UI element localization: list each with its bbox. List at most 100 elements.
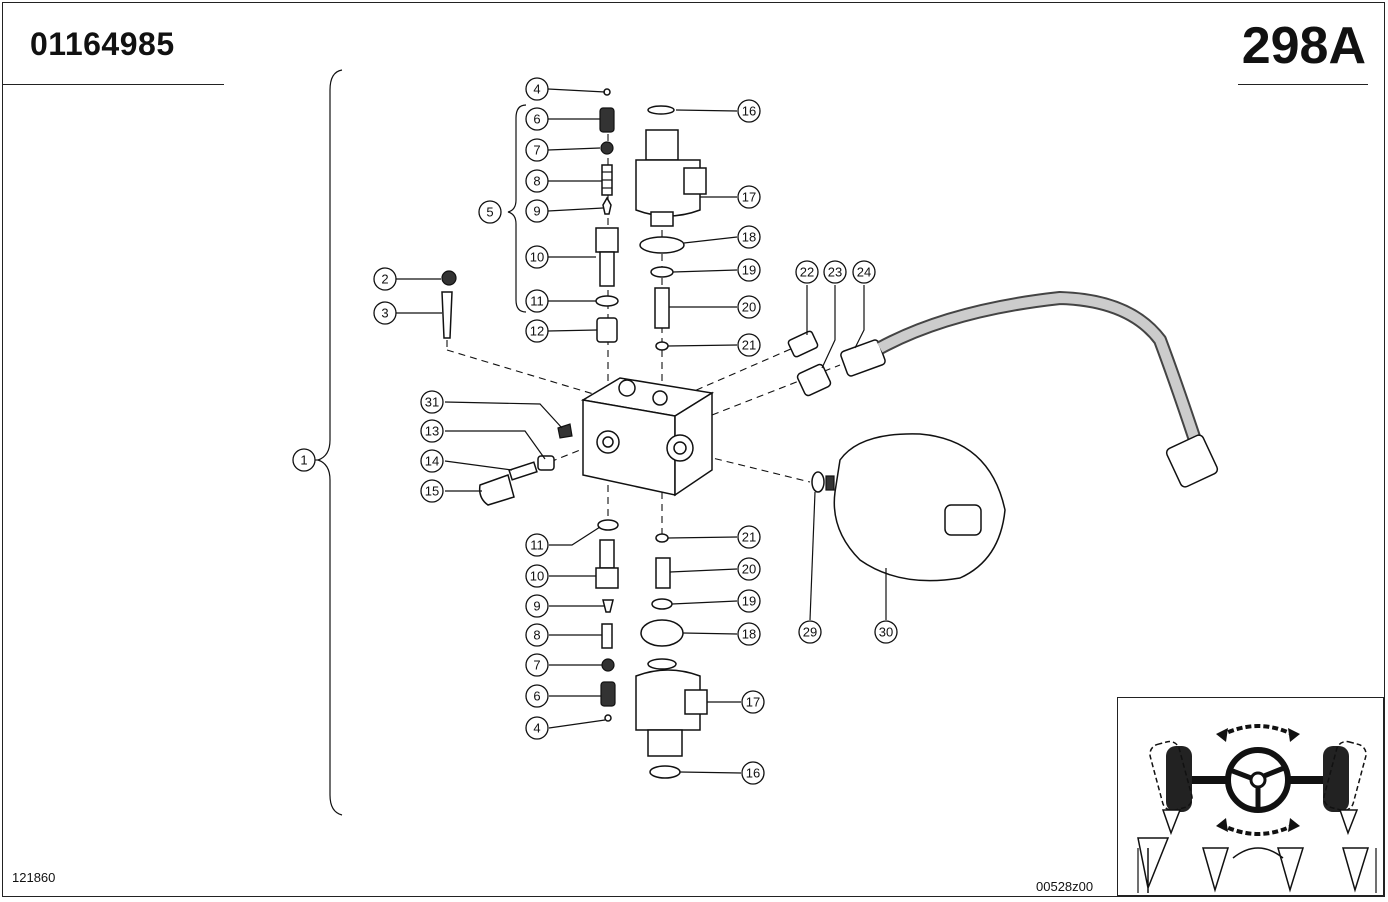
- svg-text:19: 19: [742, 263, 756, 278]
- svg-text:5: 5: [486, 205, 493, 220]
- callout-18-upper: 18: [737, 225, 761, 249]
- callout-20-lower: 20: [737, 557, 761, 581]
- steering-system-inset: [1117, 697, 1384, 896]
- callout-18-lower: 18: [737, 622, 761, 646]
- callout-8-lower: 8: [525, 623, 549, 647]
- svg-text:4: 4: [533, 82, 540, 97]
- svg-text:22: 22: [800, 265, 814, 280]
- callout-12: 12: [525, 319, 549, 343]
- callout-5: 5: [478, 200, 502, 224]
- drawing-code-right: 00528z00: [1036, 879, 1094, 894]
- wheel-direction-arrows: [1137, 809, 1377, 893]
- svg-text:2: 2: [381, 272, 388, 287]
- leader-lines: [396, 88, 887, 774]
- callout-24: 24: [852, 260, 876, 284]
- upper-solenoid-coil: [635, 105, 707, 351]
- svg-text:8: 8: [533, 174, 540, 189]
- callout-10-lower: 10: [525, 564, 549, 588]
- left-side-parts: [441, 270, 573, 506]
- callout-21-upper: 21: [737, 333, 761, 357]
- svg-text:20: 20: [742, 562, 756, 577]
- callout-9-lower: 9: [525, 594, 549, 618]
- svg-text:10: 10: [530, 569, 544, 584]
- lower-solenoid-coil: [635, 533, 708, 779]
- drawing-code-left: 121860: [12, 870, 56, 885]
- svg-text:9: 9: [533, 599, 540, 614]
- svg-text:8: 8: [533, 628, 540, 643]
- svg-text:18: 18: [742, 230, 756, 245]
- callout-29: 29: [798, 620, 822, 644]
- callout-3: 3: [373, 301, 397, 325]
- svg-text:31: 31: [425, 395, 439, 410]
- svg-text:13: 13: [425, 424, 439, 439]
- svg-text:3: 3: [381, 306, 388, 321]
- svg-text:6: 6: [533, 689, 540, 704]
- callout-8-upper: 8: [525, 169, 549, 193]
- callout-17-upper: 17: [737, 185, 761, 209]
- sub-brace-5: [507, 104, 527, 313]
- svg-text:7: 7: [533, 143, 540, 158]
- lower-valve-parts: [595, 519, 619, 722]
- callout-22: 22: [795, 260, 819, 284]
- svg-text:20: 20: [742, 300, 756, 315]
- callout-9-upper: 9: [525, 199, 549, 223]
- assembly-brace: [316, 69, 343, 816]
- svg-text:16: 16: [746, 766, 760, 781]
- steering-wheel-icon: [1225, 747, 1291, 813]
- callout-4-lower: 4: [525, 716, 549, 740]
- sensor-and-hose: [787, 290, 1219, 488]
- callout-30: 30: [874, 620, 898, 644]
- callout-11-upper: 11: [525, 289, 549, 313]
- svg-text:17: 17: [746, 695, 760, 710]
- svg-text:23: 23: [828, 265, 842, 280]
- header-rule-right: [1238, 84, 1368, 85]
- svg-text:21: 21: [742, 530, 756, 545]
- callout-6-lower: 6: [525, 684, 549, 708]
- svg-text:12: 12: [530, 324, 544, 339]
- rotation-arrows: [1216, 724, 1300, 836]
- svg-text:21: 21: [742, 338, 756, 353]
- callout-2: 2: [373, 267, 397, 291]
- svg-text:29: 29: [803, 625, 817, 640]
- callout-31: 31: [420, 390, 444, 414]
- svg-text:19: 19: [742, 594, 756, 609]
- svg-text:16: 16: [742, 104, 756, 119]
- callout-17-lower: 17: [741, 690, 765, 714]
- callout-7-lower: 7: [525, 653, 549, 677]
- callout-16-upper: 16: [737, 99, 761, 123]
- callout-4-upper: 4: [525, 77, 549, 101]
- callout-16-lower: 16: [741, 761, 765, 785]
- svg-text:6: 6: [533, 112, 540, 127]
- svg-text:15: 15: [425, 484, 439, 499]
- valve-manifold-block: [580, 377, 715, 497]
- svg-text:9: 9: [533, 204, 540, 219]
- svg-text:7: 7: [533, 658, 540, 673]
- callout-13: 13: [420, 419, 444, 443]
- callout-20-upper: 20: [737, 295, 761, 319]
- svg-text:1: 1: [300, 453, 307, 468]
- svg-text:24: 24: [857, 265, 871, 280]
- callout-14: 14: [420, 449, 444, 473]
- header-rule-left: [2, 84, 224, 85]
- callout-10-upper: 10: [525, 245, 549, 269]
- svg-text:30: 30: [879, 625, 893, 640]
- callout-7-upper: 7: [525, 138, 549, 162]
- accumulator-sphere: [811, 433, 1006, 582]
- callout-11-lower: 11: [525, 533, 549, 557]
- part-number: 01164985: [30, 26, 175, 62]
- callout-15: 15: [420, 479, 444, 503]
- upper-valve-parts: [595, 88, 619, 343]
- callout-23: 23: [823, 260, 847, 284]
- svg-text:4: 4: [533, 721, 540, 736]
- callout-1: 1: [292, 448, 316, 472]
- svg-text:17: 17: [742, 190, 756, 205]
- svg-text:11: 11: [530, 538, 544, 553]
- svg-text:11: 11: [530, 294, 544, 309]
- svg-text:10: 10: [530, 250, 544, 265]
- callout-19-upper: 19: [737, 258, 761, 282]
- svg-text:18: 18: [742, 627, 756, 642]
- page-code: 298A: [1241, 17, 1366, 75]
- callout-21-lower: 21: [737, 525, 761, 549]
